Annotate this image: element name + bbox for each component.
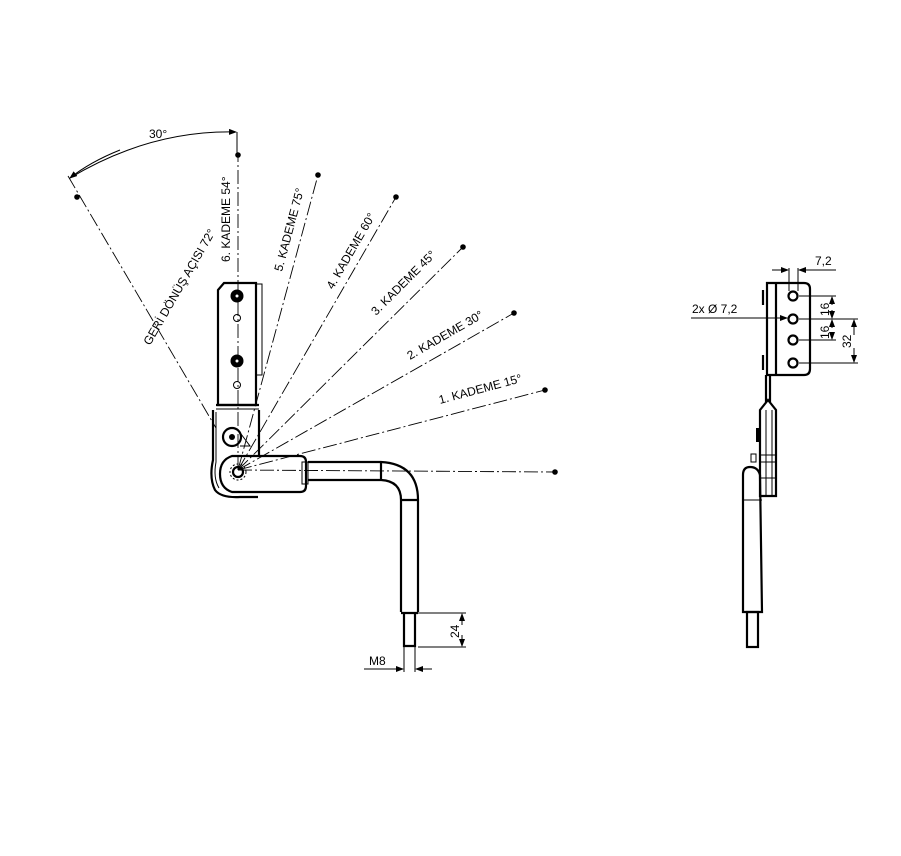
bent-rod [308, 460, 420, 672]
position-label-1: 1. KADEME 15° [437, 371, 523, 407]
side-hole [787, 334, 799, 346]
side-hinge [758, 398, 778, 498]
thread-size-dimension: M8 [364, 654, 432, 672]
angle-dimension-label: 30° [149, 127, 167, 141]
mount-hole [233, 314, 241, 322]
hole-width-dimension: 7,2 [772, 254, 836, 291]
front-view: 30° GERİ DÖNÜŞ AÇISI 72° 6. KADEME 54° 5… [67, 127, 558, 672]
hinge-housing [210, 410, 309, 499]
total-pitch-label: 32 [840, 334, 854, 348]
hole-callout-label: 2x Ø 7,2 [692, 302, 738, 316]
side-rod [741, 465, 764, 614]
return-angle-line [67, 175, 217, 429]
upper-plate [216, 281, 263, 410]
thread-size-label: M8 [369, 654, 386, 668]
hole-width-label: 7,2 [815, 254, 832, 268]
pitch-1-label: 16 [818, 302, 832, 316]
position-label-5: 5. KADEME 75° [271, 186, 307, 272]
pivot-gear [231, 465, 245, 479]
pitch-2-label: 16 [818, 325, 832, 339]
side-hole [787, 290, 799, 302]
position-lines [235, 152, 558, 475]
position-label-3: 3. KADEME 45° [368, 248, 438, 318]
position-label-4: 4. KADEME 60° [323, 210, 378, 291]
thread-length-dimension: 24 [418, 612, 466, 648]
pitch-dimensions: 16 16 32 [799, 295, 858, 364]
side-hole [787, 357, 799, 369]
angle-arc [69, 128, 237, 179]
position-label-2: 2. KADEME 30° [405, 308, 486, 363]
mount-hole [233, 381, 241, 389]
thread-length-label: 24 [448, 624, 462, 638]
hole-callout: 2x Ø 7,2 [691, 302, 788, 321]
side-plate [765, 281, 812, 377]
detent-cam [221, 426, 243, 448]
side-view: 7,2 2x Ø 7,2 16 16 32 [691, 254, 858, 649]
position-label-6: 6. KADEME 54° [219, 176, 233, 262]
side-hole [787, 313, 799, 325]
return-angle-label: GERİ DÖNÜŞ AÇISI 72° [140, 226, 218, 347]
